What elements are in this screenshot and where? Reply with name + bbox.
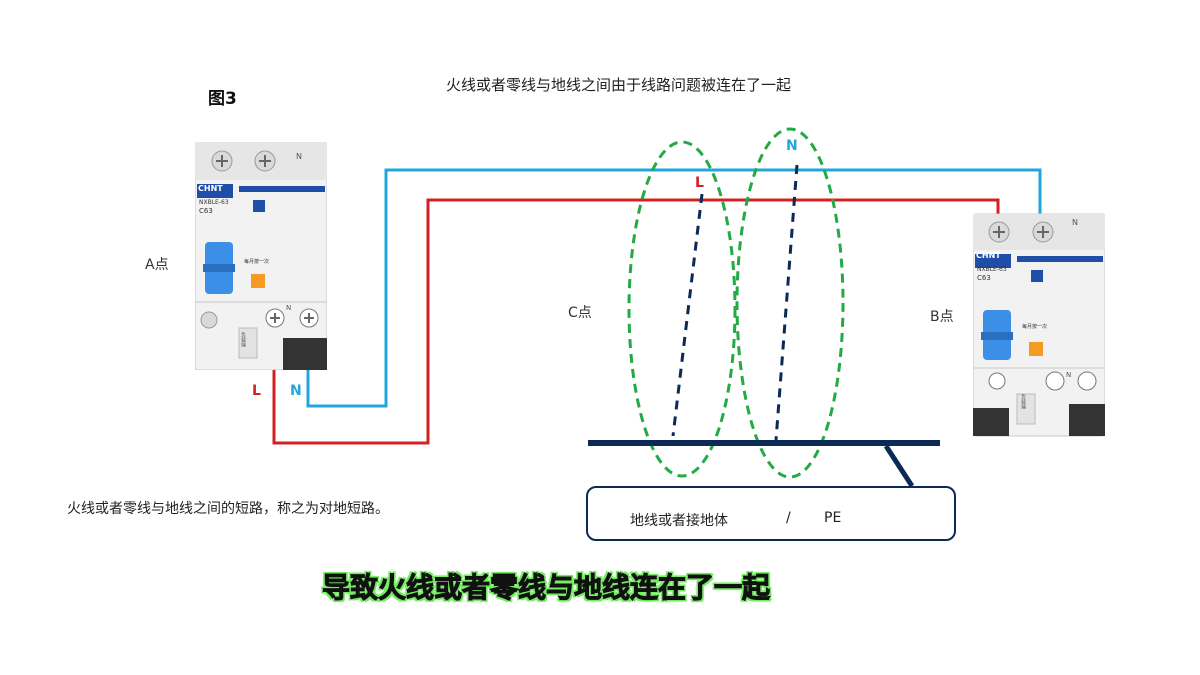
live-label-fault: L bbox=[695, 175, 704, 191]
neutral-label-fault: N bbox=[786, 138, 798, 154]
breaker-b-bottom-n: N bbox=[1066, 371, 1072, 379]
breaker-b-terminal-n: N bbox=[1072, 218, 1078, 227]
breaker-b-brand: CHNT bbox=[976, 251, 1001, 260]
bottom-note: 火线或者零线与地线之间的短路，称之为对地短路。 bbox=[67, 501, 389, 517]
breaker-b-rating: C63 bbox=[977, 274, 991, 282]
neutral-label-a: N bbox=[290, 383, 302, 399]
breaker-b-side-label: 负载端 bbox=[1020, 394, 1026, 409]
breaker-a-brand: CHNT bbox=[198, 184, 223, 193]
breaker-a bbox=[195, 142, 327, 370]
breaker-a-side-label: 负载端 bbox=[240, 332, 246, 347]
live-label-a: L bbox=[252, 383, 261, 399]
live-wire bbox=[272, 198, 1000, 445]
ground-separator: / bbox=[786, 510, 791, 526]
live-fault-loop bbox=[627, 140, 737, 478]
breaker-a-model: NXBLE-63 bbox=[199, 199, 229, 206]
point-b-label: B点 bbox=[930, 309, 954, 325]
ground-connector bbox=[883, 444, 915, 488]
neutral-fault-line bbox=[774, 164, 799, 441]
breaker-a-bottom-n: N bbox=[286, 304, 292, 312]
ground-box bbox=[586, 486, 956, 541]
breaker-a-test-label: 每月按一次 bbox=[244, 259, 270, 265]
breaker-b-test-label: 每月按一次 bbox=[1022, 324, 1048, 330]
ground-label: 地线或者接地体 bbox=[630, 513, 728, 529]
point-a-label: A点 bbox=[145, 257, 169, 273]
point-c-label: C点 bbox=[568, 305, 592, 321]
top-note: 火线或者零线与地线之间由于线路问题被连在了一起 bbox=[446, 76, 792, 94]
live-fault-line bbox=[671, 193, 704, 437]
figure-title: 图3 bbox=[208, 89, 237, 109]
breaker-a-terminal-n: N bbox=[296, 152, 302, 161]
neutral-fault-loop bbox=[735, 127, 845, 479]
ground-pe-label: PE bbox=[824, 510, 842, 526]
subtitle-caption: 导致火线或者零线与地线连在了一起 bbox=[321, 571, 771, 605]
neutral-wire bbox=[306, 168, 1042, 408]
breaker-a-rating: C63 bbox=[199, 207, 213, 215]
breaker-b-model: NXBLE-63 bbox=[977, 266, 1007, 273]
breaker-b bbox=[973, 213, 1105, 437]
